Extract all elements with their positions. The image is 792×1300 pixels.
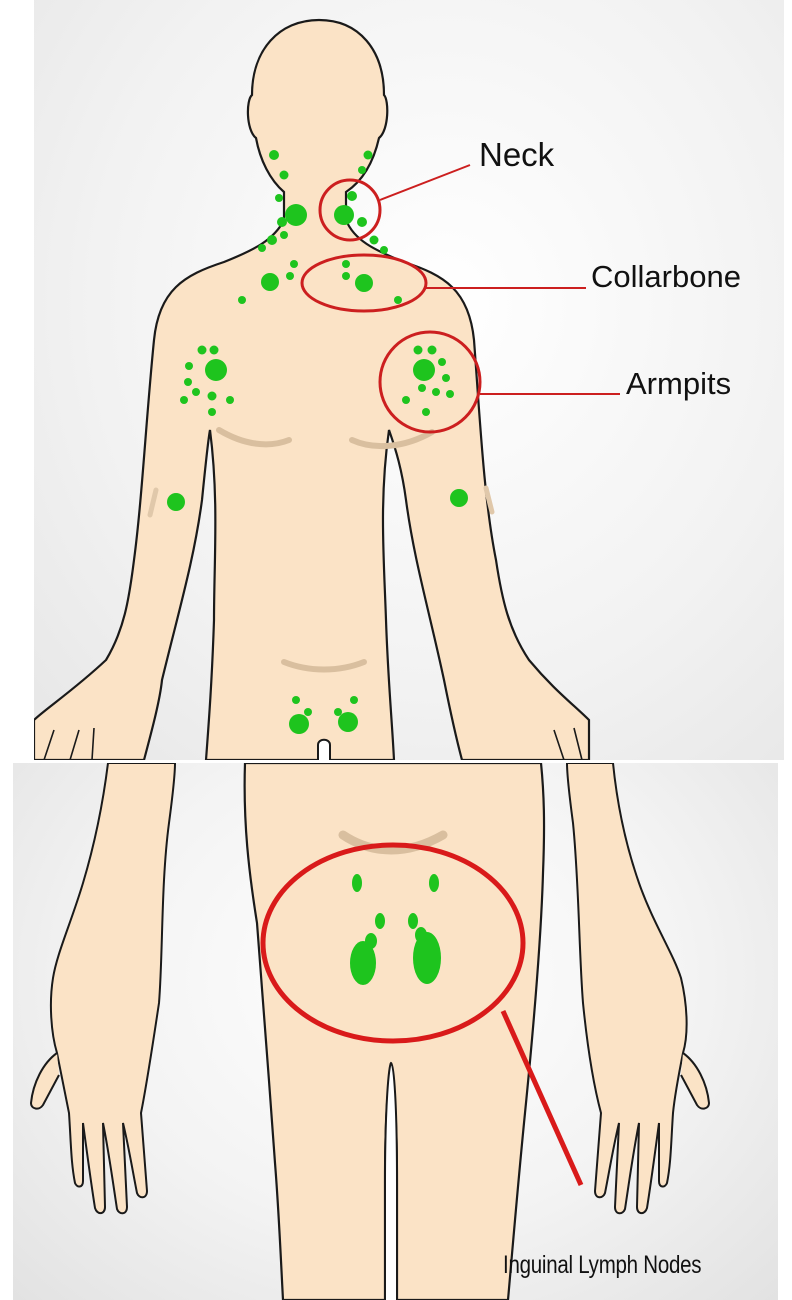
left-arm-and-hand	[51, 763, 175, 1213]
upper-body-panel: Neck Collarbone Armpits	[34, 0, 784, 760]
neck-callout-line	[380, 165, 470, 200]
inguinal-label: Inguinal Lymph Nodes	[503, 1251, 701, 1280]
upper-body-silhouette	[34, 20, 589, 760]
armpits-label: Armpits	[626, 366, 731, 402]
groin-closeup-illustration	[13, 763, 778, 1300]
lymph-node-elbow-left	[167, 493, 185, 511]
crotch-gap	[318, 740, 330, 760]
left-thumb	[31, 1053, 59, 1109]
right-thumb	[681, 1053, 709, 1109]
collarbone-label: Collarbone	[591, 259, 741, 295]
lymph-node-elbow-right	[450, 489, 468, 507]
right-arm-and-hand	[567, 763, 687, 1213]
groin-closeup-panel: Inguinal Lymph Nodes	[13, 763, 778, 1300]
crotch-gap	[385, 1063, 397, 1300]
neck-label: Neck	[479, 136, 554, 174]
